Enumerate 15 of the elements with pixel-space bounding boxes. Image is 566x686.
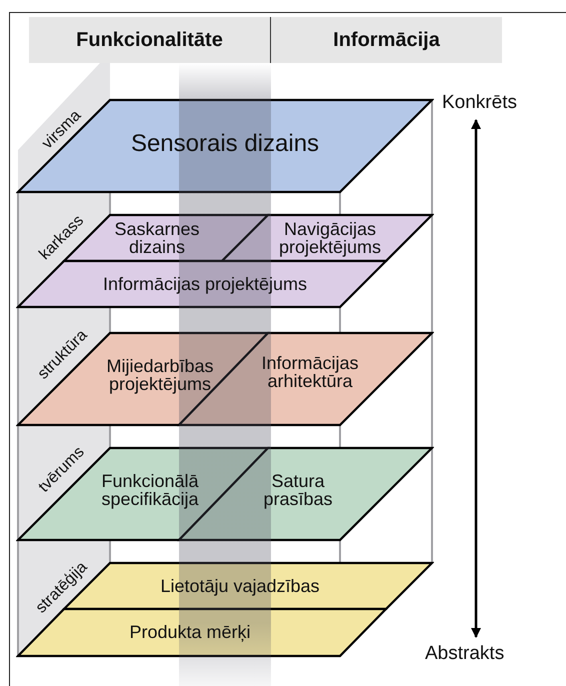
axis-end-label: Abstrakts [425,643,504,665]
plane-label: Sensorais dizains [130,132,320,156]
plane-label: Navigācijas projektējums [278,220,382,256]
plane-label: Funkcionālā specifikācija [100,472,200,508]
plane-label: Informācijas projektējums [102,275,308,293]
plane-label: Lietotāju vajadzības [159,577,321,595]
plane-label: Saskarnes dizains [113,220,201,256]
column-header: Informācija [271,17,502,63]
plane-label: Mijiedarbības projektējums [105,357,215,393]
plane-label: Produkta mērķi [128,623,252,641]
double-arrow [471,119,481,638]
plane-label: Informācijas arhitektūra [260,354,360,390]
column-header: Funkcionalitāte [29,17,271,63]
axis-end-label: Konkrēts [442,92,517,114]
plane-label: Satura prasības [262,472,334,508]
